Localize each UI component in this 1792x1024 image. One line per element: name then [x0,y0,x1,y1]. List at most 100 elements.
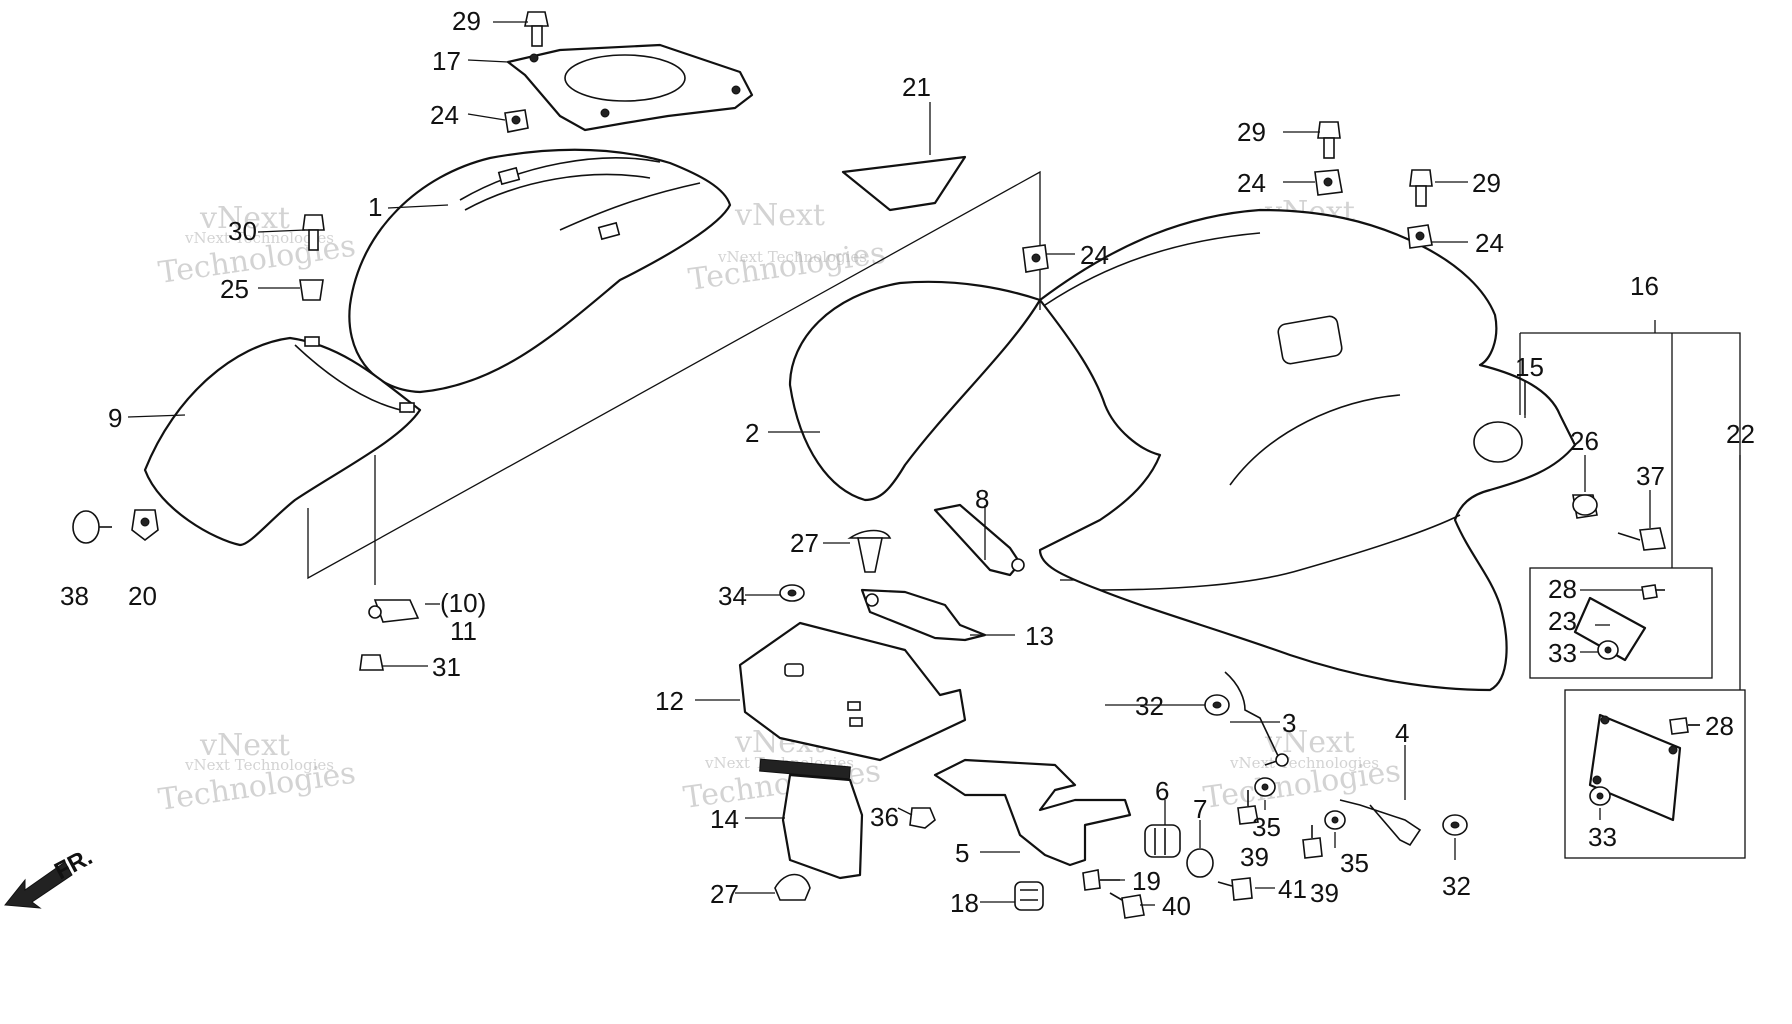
bracket-rod-8 [933,503,1025,577]
callout-35-right: 35 [1340,848,1369,878]
callout-41: 41 [1278,874,1307,904]
washer-32-left [1204,694,1230,716]
rear-fender-9 [143,336,422,547]
grommet-18 [1014,881,1044,911]
bolt-29-right [1409,169,1433,207]
callout-39-left: 39 [1240,842,1269,872]
callout-1: 1 [368,192,382,222]
callout-28-top: 28 [1548,574,1577,604]
label-sheet-21 [841,155,967,212]
callout-29: 29 [452,6,481,36]
callout-19: 19 [1132,866,1161,896]
callout-35-left: 35 [1252,812,1281,842]
assembly-guide-lines [307,170,1041,585]
callout-29-right: 29 [1472,168,1501,198]
rivet-28-a [1641,584,1665,600]
callout-23: 23 [1548,606,1577,636]
push-rivet-27-top [847,529,892,573]
bolt-39-left [1237,790,1259,825]
grommet-24-d [1022,244,1049,273]
rear-fender-body-2 [788,280,1042,502]
callout-37: 37 [1636,461,1665,491]
svg-text:vNext: vNext [199,201,290,236]
screw-38 [72,510,112,544]
callout-34: 34 [718,581,747,611]
grommet-24-c [1407,224,1433,249]
svg-text:vNext Technologies: vNext Technologies [184,756,334,774]
callout-36: 36 [870,802,899,832]
callout-10: (10) [440,588,486,618]
bolt-39-right [1302,825,1323,859]
callout-33-top: 33 [1548,638,1577,668]
nut-20 [131,509,159,542]
callout-2: 2 [745,418,759,448]
callout-6: 6 [1155,776,1169,806]
mounting-plate-12 [738,621,967,762]
grommet-25 [299,279,324,301]
nut-33-a [1597,640,1619,660]
trim-plate-17 [506,43,754,132]
grommet-24-a [504,109,529,133]
svg-text:vNext: vNext [199,728,290,763]
washer-35-right [1324,810,1346,830]
callout-39-right: 39 [1310,878,1339,908]
bolt-30 [302,214,325,251]
callout-17: 17 [432,46,461,76]
grommet-24-b [1314,169,1343,196]
callout-29-mid: 29 [1237,117,1266,147]
collar-26 [1572,494,1598,519]
rear-fender-body-15 [1038,208,1577,692]
callout-27-bottom: 27 [710,879,739,909]
callout-11: 11 [450,616,477,646]
callout-26: 26 [1570,426,1599,456]
callout-4: 4 [1395,718,1409,748]
leader-lines [127,21,1741,906]
callout-32-right: 32 [1442,871,1471,901]
watermark-left-bottom: vNext vNext Technologies Technologies [156,728,357,818]
svg-text:vNext Technologies: vNext Technologies [717,248,867,266]
bracket-13 [860,588,987,642]
group-frame-16 [1519,332,1746,859]
watermark-left-top: vNext vNext Technologies Technologies [156,201,357,291]
callout-25: 25 [220,274,249,304]
rivet-28-b [1669,717,1700,735]
bolt-40 [1109,892,1145,919]
callout-7: 7 [1193,794,1207,824]
callout-18: 18 [950,888,979,918]
license-bracket-14 [759,758,864,880]
front-direction-arrow: FR. [4,843,97,909]
callout-24: 24 [430,100,459,130]
nut-33-b [1589,786,1611,806]
callout-numbers: 29 17 24 1 30 25 9 38 20 (10) 11 31 21 2… [60,6,1755,921]
svg-text:Technologies: Technologies [686,236,887,298]
callout-9: 9 [108,403,122,433]
callout-27-top: 27 [790,528,819,558]
watermark-right-bottom: vNext vNext Technologies Technologies [1201,725,1402,816]
rod-3 [1224,671,1289,767]
clip-10-11 [368,599,420,623]
callout-22: 22 [1726,419,1755,449]
callout-14: 14 [710,804,739,834]
collar-7 [1186,848,1214,878]
bolt-41 [1217,877,1253,901]
callout-24-right: 24 [1475,228,1504,258]
callout-8: 8 [975,484,989,514]
callout-16: 16 [1630,271,1659,301]
svg-text:vNext Technologies: vNext Technologies [184,229,334,247]
callout-33-bottom: 33 [1588,822,1617,852]
svg-text:vNext: vNext [734,198,825,233]
washer-32-right [1442,814,1468,836]
bolt-29-mid [1317,121,1341,159]
washer-35-left [1254,777,1276,797]
callout-38: 38 [60,581,89,611]
rod-4 [1339,799,1422,847]
bolt-29-left [524,11,549,47]
grommet-6 [1144,824,1181,858]
callout-40: 40 [1162,891,1191,921]
callout-12: 12 [655,686,684,716]
callout-28-bottom: 28 [1705,711,1734,741]
nut-36 [909,807,936,829]
washer-34 [779,584,805,602]
seat-cowl-1 [348,148,732,394]
